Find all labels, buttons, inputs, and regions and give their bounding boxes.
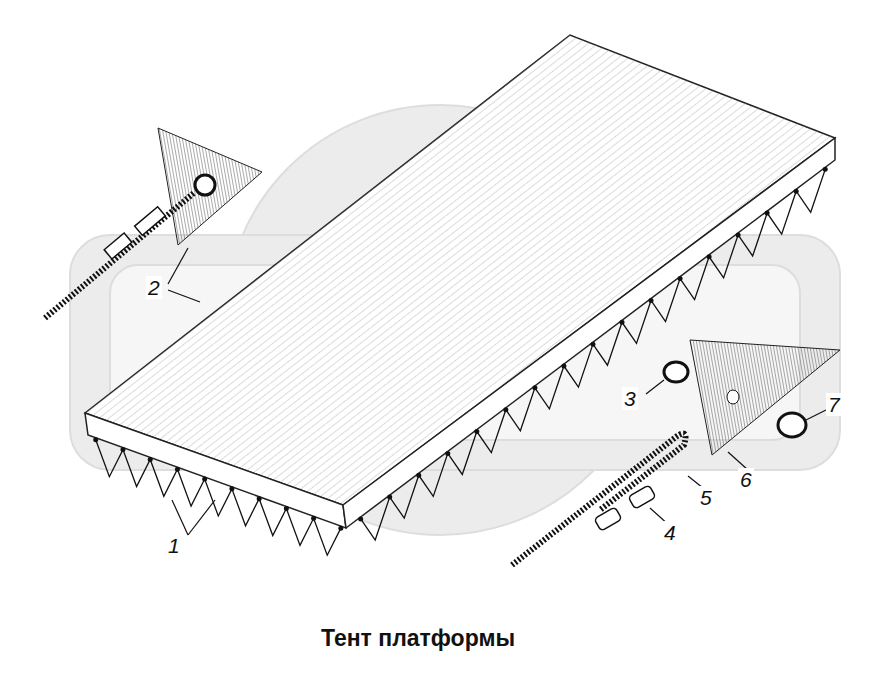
- eyelet: [765, 211, 770, 216]
- eyelet: [707, 254, 712, 259]
- eyelet: [120, 447, 125, 452]
- eyelet: [619, 320, 624, 325]
- caption: Тент платформы: [321, 626, 515, 651]
- eyelet: [229, 486, 234, 491]
- eyelet: [358, 516, 363, 521]
- eyelet: [794, 189, 799, 194]
- eyelet: [202, 477, 207, 482]
- eyelet: [148, 457, 153, 462]
- eyelet: [175, 467, 180, 472]
- eyelet: [284, 506, 289, 511]
- callout-number: 6: [738, 468, 754, 491]
- eyelet: [532, 385, 537, 390]
- eyelet: [823, 167, 828, 172]
- leader-lines: [168, 248, 826, 535]
- eyelet: [736, 232, 741, 237]
- eyelet: [649, 298, 654, 303]
- eyelet: [445, 451, 450, 456]
- callout-number: 3: [622, 387, 638, 410]
- eyelet: [338, 526, 343, 531]
- eyelet: [387, 495, 392, 500]
- eyelet: [311, 516, 316, 521]
- callout-number: 1: [166, 534, 182, 557]
- callout-number: 4: [662, 521, 678, 544]
- eyelet: [416, 473, 421, 478]
- eyelet: [590, 342, 595, 347]
- mount-detail-left: [45, 128, 262, 318]
- eyelet: [678, 276, 683, 281]
- mount-detail-right: [512, 340, 840, 565]
- rope: [96, 440, 341, 555]
- eyelet: [257, 496, 262, 501]
- callout-number: 5: [698, 486, 714, 509]
- tarp: [85, 35, 835, 528]
- callout-number: 2: [146, 276, 162, 299]
- eyelet: [93, 437, 98, 442]
- callout-number: 7: [826, 393, 842, 416]
- eyelet: [503, 407, 508, 412]
- eyelet: [474, 429, 479, 434]
- eyelet: [561, 364, 566, 369]
